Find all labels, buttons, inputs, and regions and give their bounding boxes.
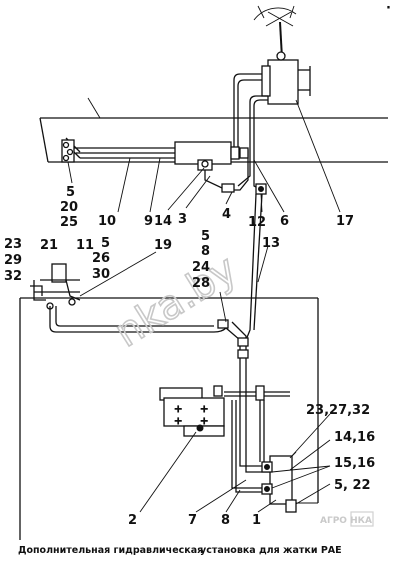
label-11: 11 <box>76 238 94 253</box>
agro-nka-logo: АГРО НКА <box>320 511 374 527</box>
callout-labels: 5 20 25 10 9 14 3 4 12 6 17 23 29 32 21 … <box>4 185 375 528</box>
label-5-8-24-28-a: 5 <box>201 229 210 244</box>
label-15-16: 15,16 <box>334 456 375 471</box>
label-5-8-24-28-d: 28 <box>192 276 210 291</box>
label-5-20-25-b: 20 <box>60 200 78 215</box>
cross-pipe <box>224 385 290 493</box>
label-13: 13 <box>262 236 280 251</box>
label-7: 7 <box>188 513 197 528</box>
label-17: 17 <box>336 214 354 229</box>
svg-text:+: + <box>200 404 208 415</box>
caption-right: установка для жатки РАЕ <box>200 545 342 556</box>
label-5-8-24-28-c: 24 <box>192 260 210 275</box>
valve-17 <box>253 5 311 105</box>
label-5-20-25-c: 25 <box>60 215 78 230</box>
svg-text:+: + <box>200 416 208 427</box>
label-5-20-25-a: 5 <box>66 185 75 200</box>
label-8: 8 <box>221 513 230 528</box>
bracket-21 <box>30 263 81 310</box>
label-3: 3 <box>178 212 187 227</box>
label-23-27-32: 23,27,32 <box>306 403 370 418</box>
beam-tubes <box>61 137 175 159</box>
label-6: 6 <box>280 214 289 229</box>
label-23-29-32-c: 32 <box>4 269 22 284</box>
label-23-29-32-a: 23 <box>4 237 22 252</box>
label-11-5: 5 <box>101 236 110 251</box>
watermark: nka.by <box>107 246 245 356</box>
pipes-19 <box>49 306 249 395</box>
svg-text:+: + <box>174 416 182 427</box>
fittings-3-4-12 <box>204 170 267 195</box>
label-10: 10 <box>98 214 116 229</box>
upper-hoses <box>228 73 268 191</box>
label-12: 12 <box>248 215 266 230</box>
label-19: 19 <box>154 238 172 253</box>
label-23-29-32-b: 29 <box>4 253 22 268</box>
label-21: 21 <box>40 238 58 253</box>
leader-lines <box>67 99 341 513</box>
fitting-5-20-25 <box>61 139 75 163</box>
label-1: 1 <box>252 513 261 528</box>
svg-text:АГРО НКА: АГРО НКА <box>320 516 372 526</box>
machine-body <box>19 297 319 540</box>
label-11-30: 30 <box>92 267 110 282</box>
label-14-16: 14,16 <box>334 430 375 445</box>
label-9: 9 <box>144 214 153 229</box>
distributor-1 <box>261 451 297 513</box>
label-5-22: 5, 22 <box>334 478 371 493</box>
corner-mark: · <box>386 1 391 16</box>
label-14: 14 <box>154 214 172 229</box>
caption-left: Дополнительная гидравлическая <box>18 545 203 556</box>
label-5-8-24-28-b: 8 <box>201 244 210 259</box>
block-14 <box>174 141 249 171</box>
label-11-26: 26 <box>92 251 110 266</box>
block-2: + + + + <box>159 385 225 437</box>
label-2: 2 <box>128 513 137 528</box>
label-4: 4 <box>222 207 231 222</box>
svg-text:+: + <box>174 404 182 415</box>
